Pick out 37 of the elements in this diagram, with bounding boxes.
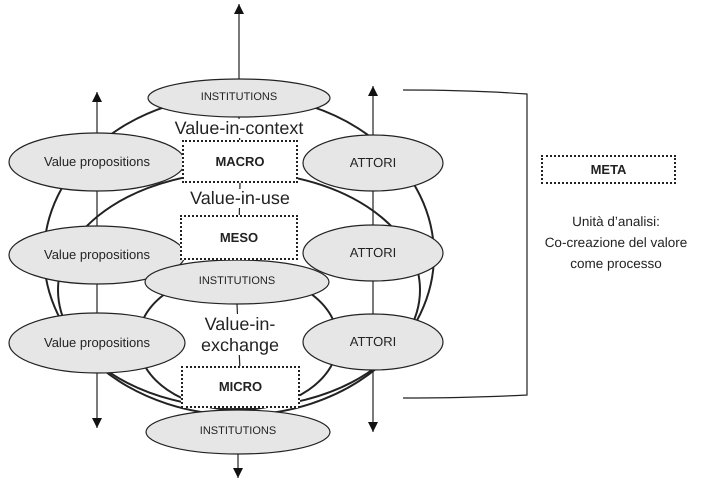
oval-node bbox=[9, 313, 185, 373]
node-label: META bbox=[590, 162, 626, 178]
node-label: MACRO bbox=[215, 154, 265, 170]
level-box bbox=[541, 155, 676, 184]
oval-node bbox=[303, 314, 443, 370]
arrow bbox=[368, 370, 378, 432]
connector-line bbox=[372, 281, 374, 314]
arrow bbox=[234, 4, 244, 79]
node-label: INSTITUTIONS bbox=[200, 425, 276, 439]
node-label: MICRO bbox=[218, 379, 262, 395]
arrow bbox=[92, 373, 102, 428]
oval-node bbox=[145, 260, 329, 304]
level-box bbox=[180, 215, 298, 260]
oval-node bbox=[148, 79, 330, 117]
level-box bbox=[181, 366, 300, 408]
oval-node bbox=[303, 225, 443, 281]
connector-line bbox=[96, 191, 98, 226]
oval-node bbox=[146, 410, 330, 454]
node-label: MESO bbox=[220, 230, 258, 246]
connector-line bbox=[372, 191, 374, 225]
connector-line bbox=[96, 284, 98, 313]
level-box bbox=[182, 140, 298, 183]
node-label: Value propositions bbox=[43, 247, 151, 263]
node-label: Value propositions bbox=[43, 335, 151, 351]
oval-node bbox=[9, 226, 185, 284]
node-label: INSTITUTIONS bbox=[198, 275, 276, 289]
node-label: INSTITUTIONS bbox=[200, 91, 278, 105]
node-label: ATTORI bbox=[350, 334, 396, 350]
note-text: Unità d’analisi: Co-creazione del valore come processo bbox=[544, 213, 688, 273]
oval-node bbox=[9, 133, 185, 191]
arrow bbox=[92, 92, 102, 133]
oval-node bbox=[303, 135, 443, 191]
arrow bbox=[368, 86, 378, 135]
node-label: ATTORI bbox=[350, 155, 396, 171]
node-label: Value propositions bbox=[43, 154, 151, 170]
node-label: ATTORI bbox=[350, 245, 396, 261]
arrow bbox=[233, 454, 243, 478]
